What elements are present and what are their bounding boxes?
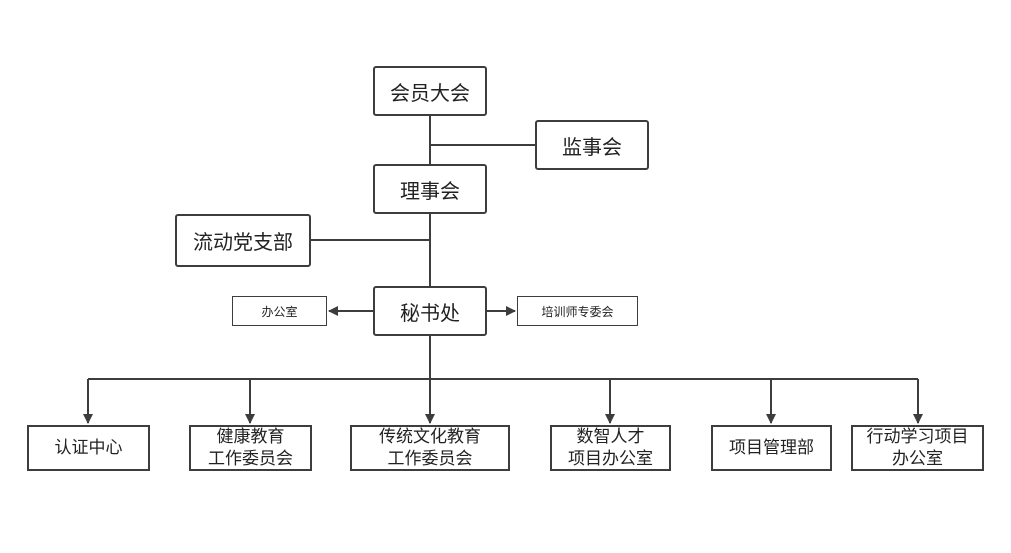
- office-box: 办公室: [232, 296, 327, 326]
- department-box-project-management: 项目管理部: [711, 425, 832, 471]
- department-box-action-learning: 行动学习项目 办公室: [851, 425, 984, 471]
- council-box: 理事会: [373, 164, 487, 214]
- trainer-committee-box: 培训师专委会: [517, 296, 638, 326]
- department-box-health-education: 健康教育 工作委员会: [189, 425, 312, 471]
- department-box-digital-talent: 数智人才 项目办公室: [550, 425, 671, 471]
- party-branch-box: 流动党支部: [175, 214, 311, 267]
- supervisory-board-box: 监事会: [535, 120, 649, 170]
- secretariat-box: 秘书处: [373, 286, 487, 336]
- general-assembly-box: 会员大会: [373, 66, 487, 116]
- department-box-traditional-culture: 传统文化教育 工作委员会: [350, 425, 510, 471]
- department-box-certification: 认证中心: [27, 425, 150, 471]
